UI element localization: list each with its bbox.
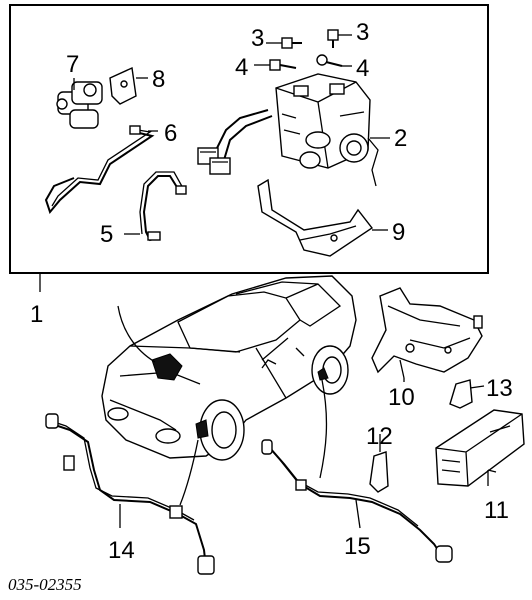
diagram-code: 035-02355	[8, 575, 82, 594]
callout-10: 10	[388, 384, 415, 411]
part-13-bracket	[449, 379, 485, 409]
part-10-bracket	[371, 287, 483, 379]
part-11-control-module	[435, 409, 525, 487]
callout-9: 9	[392, 219, 405, 246]
callout-3-right: 3	[356, 19, 369, 46]
part-7-valve	[56, 78, 103, 129]
part-14-wheel-sensor	[45, 413, 215, 575]
part-6-pipe	[44, 125, 158, 215]
callout-14: 14	[108, 537, 135, 564]
part-12-bracket	[369, 446, 389, 493]
callout-6: 6	[164, 120, 177, 147]
part-3-bolt-right	[327, 29, 352, 48]
callout-4-right: 4	[356, 55, 369, 82]
leader-sensor-15	[319, 379, 328, 479]
callout-2: 2	[394, 125, 407, 152]
callout-4-left: 4	[235, 54, 248, 81]
leader-abs-unit	[117, 305, 156, 363]
part-3-bolt-left	[266, 37, 302, 49]
callout-7: 7	[66, 51, 79, 78]
part-4-nut-left	[254, 59, 297, 71]
callout-3-left: 3	[251, 25, 264, 52]
part-9-bracket	[257, 178, 388, 257]
callout-1: 1	[30, 301, 43, 328]
callout-13: 13	[486, 375, 513, 402]
callout-11: 11	[484, 497, 509, 524]
car-body	[101, 275, 357, 461]
inset-frame	[9, 4, 489, 274]
callout-15: 15	[344, 533, 371, 560]
part-8-bracket	[109, 66, 148, 105]
part-15-wheel-sensor	[261, 439, 453, 563]
part-2-hydraulic-unit	[275, 73, 390, 187]
callout-8: 8	[152, 66, 165, 93]
callout-12: 12	[366, 423, 393, 450]
callout-5: 5	[100, 221, 113, 248]
part-4-nut-right	[316, 54, 352, 67]
leader-sensor-14	[179, 439, 199, 506]
abs-connectors	[197, 109, 273, 175]
part-5-pipe	[124, 171, 187, 242]
